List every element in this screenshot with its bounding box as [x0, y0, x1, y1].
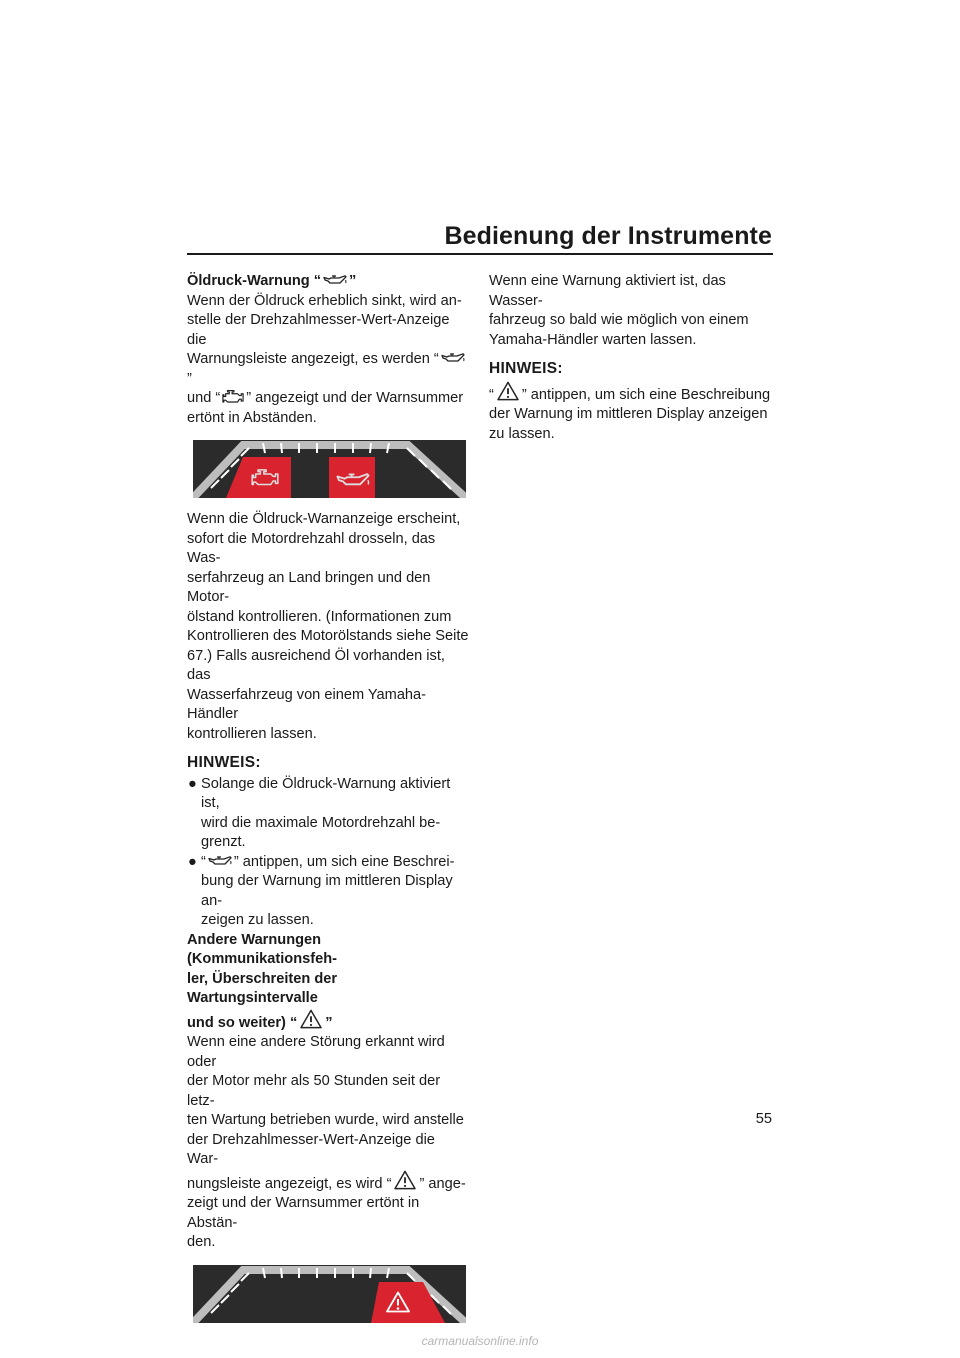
oil-can-icon: [208, 856, 232, 868]
hinweis-bullet-2: ● “” antippen, um sich eine Beschrei- bu…: [188, 853, 455, 929]
hinweis-heading: HINWEIS:: [187, 754, 261, 771]
bullet-dot: ●: [188, 775, 197, 792]
oil-paragraph-2: Wenn die Öldruck-Warnanzeige erscheint, …: [187, 511, 469, 742]
oil-can-icon: [323, 275, 347, 287]
page-number: 55: [755, 1111, 772, 1127]
right-paragraph-1: Wenn eine Warnung aktiviert ist, das Was…: [489, 273, 749, 348]
oil-warning-display-illustration: [193, 440, 466, 498]
watermark: carmanualsonline.info: [421, 1334, 539, 1348]
title-rule: [187, 253, 773, 255]
warning-triangle-icon: [496, 381, 520, 401]
hinweis-bullet-1: ● Solange die Öldruck-Warnung aktiviert …: [188, 775, 451, 851]
page-title: Bedienung der Instrumente: [444, 222, 772, 250]
right-column: Wenn eine Warnung aktiviert ist, das Was…: [489, 272, 775, 444]
other-warnings-paragraph: Wenn eine andere Störung erkannt wird od…: [187, 1034, 466, 1250]
other-warning-display-illustration: [193, 1264, 466, 1323]
engine-icon: [222, 389, 244, 404]
bullet-dot: ●: [188, 853, 197, 870]
oil-can-icon: [441, 353, 465, 365]
warning-triangle-icon: [393, 1170, 417, 1190]
hinweis-heading: HINWEIS:: [489, 360, 563, 377]
right-paragraph-2: “” antippen, um sich eine Beschreibung d…: [489, 381, 775, 445]
warning-triangle-icon: [299, 1009, 323, 1029]
oil-warning-heading: Öldruck-Warnung “”: [187, 273, 357, 289]
oil-paragraph-1: Wenn der Öldruck erheblich sinkt, wird a…: [187, 292, 465, 426]
left-column: Öldruck-Warnung “” Wenn der Öldruck erhe…: [187, 272, 469, 1335]
other-warnings-heading: Andere Warnungen (Kommunikationsfeh- ler…: [187, 931, 338, 1031]
